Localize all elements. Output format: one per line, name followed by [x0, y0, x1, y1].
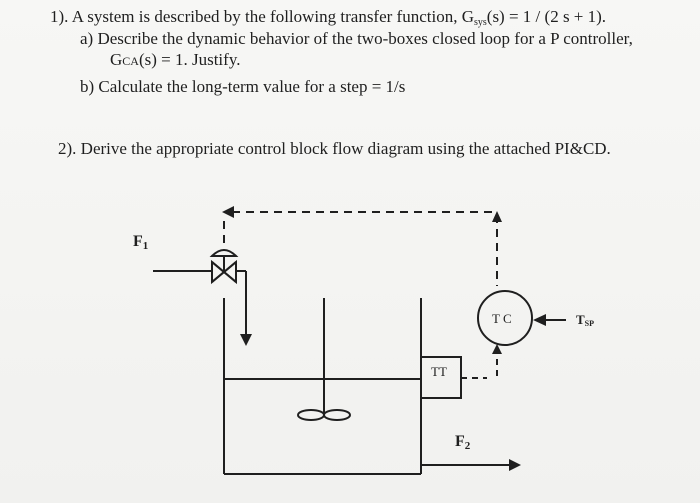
- problem-1a-line2: GCA(s) = 1. Justify.: [110, 50, 241, 69]
- setpoint-arrowhead: [533, 314, 546, 326]
- f1-label: F1: [133, 233, 148, 252]
- agitator: [297, 298, 351, 421]
- control-valve: [211, 259, 237, 285]
- tt-label: TT: [431, 364, 447, 379]
- problem-1b-line: b) Calculate the long-term value for a s…: [80, 77, 406, 96]
- tt-signal-arrowhead: [492, 344, 502, 354]
- signal-line-tc-to-valve: [223, 211, 498, 286]
- valve-actuator: [209, 249, 239, 257]
- problem-2-statement: 2). Derive the appropriate control block…: [58, 139, 611, 158]
- signal-arrowhead-up: [492, 211, 502, 222]
- tsp-label: TSP: [576, 312, 594, 328]
- problem-1-statement: 1). A system is described by the followi…: [50, 7, 607, 28]
- f2-arrowhead: [509, 459, 521, 471]
- signal-line-tt-to-tc: [461, 350, 498, 379]
- tc-controller: [477, 290, 533, 346]
- tank: [223, 298, 422, 475]
- inlet-arrowhead-down: [240, 334, 252, 346]
- tc-label: T C: [492, 311, 512, 326]
- problem-1a-line1: a) Describe the dynamic behavior of the …: [80, 29, 633, 48]
- signal-arrowhead-left: [222, 206, 234, 218]
- f2-label: F2: [455, 433, 471, 452]
